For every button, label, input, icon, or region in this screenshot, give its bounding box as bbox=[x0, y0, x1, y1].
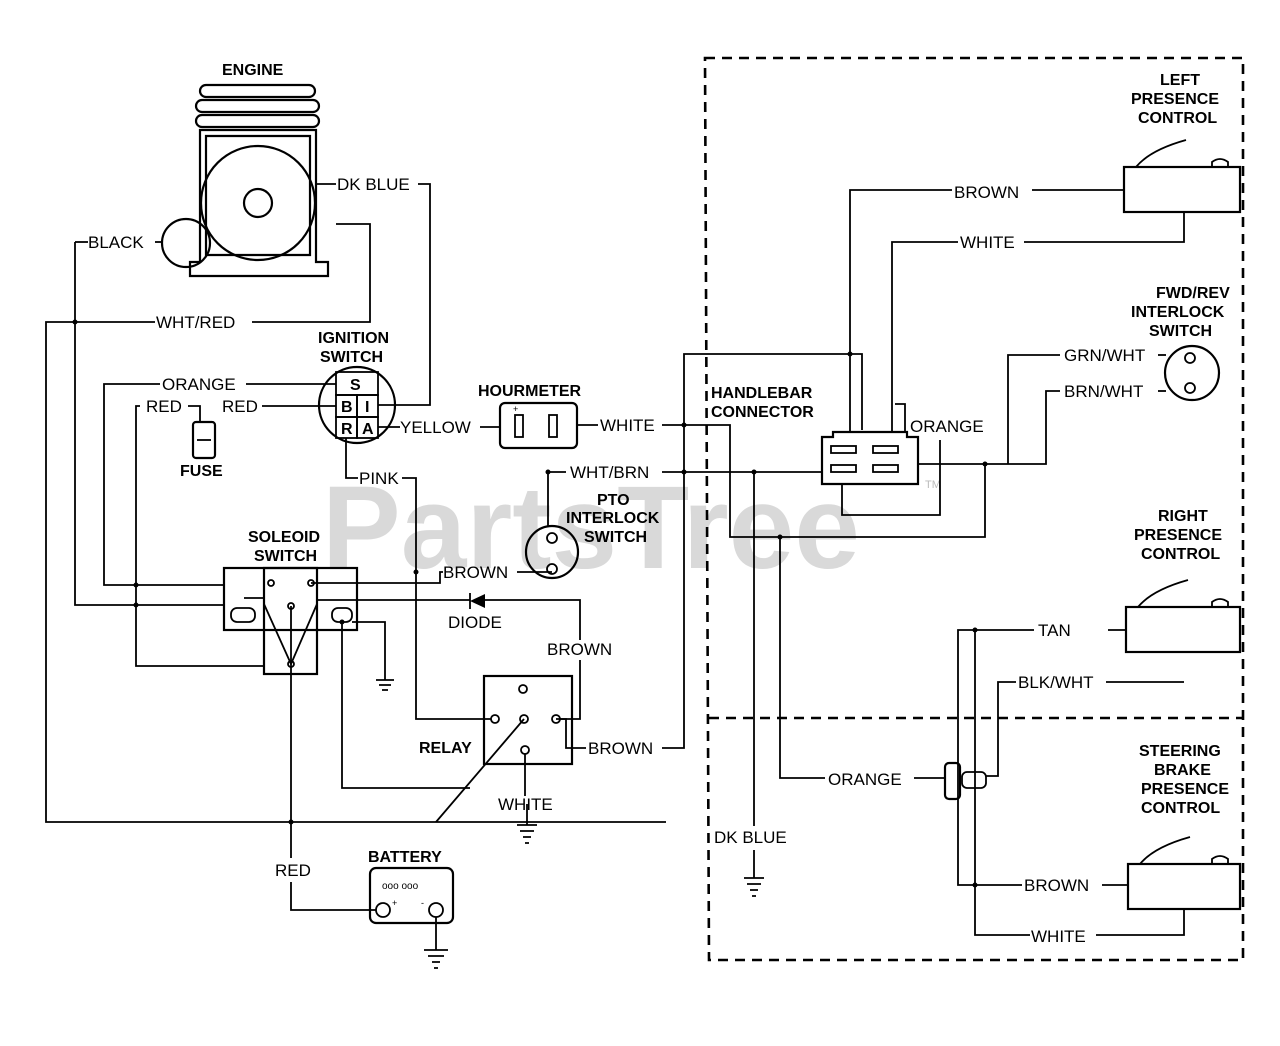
wire-dk-blue-ground: DK BLUE bbox=[714, 828, 787, 847]
trademark: TM bbox=[925, 479, 941, 491]
handlebar-connector-label-1: HANDLEBAR bbox=[711, 385, 813, 402]
ignition-terminal-a: A bbox=[362, 421, 374, 438]
right-presence-label-3: CONTROL bbox=[1141, 546, 1220, 563]
wire-orange-ignition: ORANGE bbox=[162, 375, 236, 394]
right-presence-label-1: RIGHT bbox=[1158, 508, 1208, 525]
wire-orange-steering: ORANGE bbox=[828, 770, 902, 789]
steering-brake-label-4: CONTROL bbox=[1141, 800, 1220, 817]
right-presence-label-2: PRESENCE bbox=[1134, 527, 1222, 544]
wire-grn-wht: GRN/WHT bbox=[1064, 346, 1145, 365]
fuse-label: FUSE bbox=[180, 463, 223, 480]
fwd-rev-label-1: FWD/REV bbox=[1156, 285, 1230, 302]
engine-label: ENGINE bbox=[222, 62, 284, 79]
handlebar-connector-label-2: CONNECTOR bbox=[711, 404, 814, 421]
handle-assembly-boundary bbox=[703, 56, 1245, 962]
pto-label-3: SWITCH bbox=[584, 529, 647, 546]
wire-brown-relay-top: BROWN bbox=[547, 640, 612, 659]
svg-text:+: + bbox=[513, 404, 518, 414]
svg-text:ooo ooo: ooo ooo bbox=[382, 881, 419, 892]
wire-red-right: RED bbox=[222, 397, 258, 416]
battery-label: BATTERY bbox=[368, 849, 442, 866]
steering-brake-label-1: STEERING bbox=[1139, 743, 1221, 760]
svg-text:+: + bbox=[392, 898, 397, 908]
wire-brown-left-presence: BROWN bbox=[954, 183, 1019, 202]
wire-yellow: YELLOW bbox=[400, 418, 471, 437]
wire-white-left-presence: WHITE bbox=[960, 233, 1015, 252]
wire-brn-wht: BRN/WHT bbox=[1064, 382, 1143, 401]
pto-label-2: INTERLOCK bbox=[566, 510, 660, 527]
inline-connector bbox=[943, 761, 987, 801]
wire-wht-brn: WHT/BRN bbox=[570, 463, 649, 482]
wire-white-hourmeter: WHITE bbox=[600, 416, 655, 435]
wire-red-battery: RED bbox=[275, 861, 311, 880]
left-presence-control bbox=[1122, 139, 1242, 214]
watermark: PartsTree bbox=[322, 462, 860, 594]
wire-tan: TAN bbox=[1038, 621, 1071, 640]
ignition-terminal-r: R bbox=[341, 421, 353, 438]
handlebar-connector bbox=[820, 430, 920, 486]
left-presence-label-1: LEFT bbox=[1160, 72, 1200, 89]
fwd-rev-interlock-switch bbox=[1163, 344, 1221, 402]
fuse bbox=[191, 420, 217, 460]
wire-brown-pto: BROWN bbox=[443, 563, 508, 582]
engine bbox=[160, 83, 330, 278]
junction-dots bbox=[72, 319, 988, 888]
pto-interlock-switch bbox=[524, 524, 580, 580]
wire-orange-handlebar: ORANGE bbox=[910, 417, 984, 436]
diode-label: DIODE bbox=[448, 613, 502, 632]
wire-dk-blue-engine: DK BLUE bbox=[337, 175, 410, 194]
wire-wht-red: WHT/RED bbox=[156, 313, 235, 332]
solenoid-switch-label-1: SOLEOID bbox=[248, 529, 320, 546]
wire-brown-steering: BROWN bbox=[1024, 876, 1089, 895]
fwd-rev-label-3: SWITCH bbox=[1149, 323, 1212, 340]
hourmeter: + bbox=[498, 401, 579, 450]
wire-white-relay: WHITE bbox=[498, 795, 553, 814]
diode bbox=[469, 593, 485, 609]
right-presence-control bbox=[1124, 579, 1242, 654]
wire-black: BLACK bbox=[88, 233, 144, 252]
ignition-terminal-b: B bbox=[341, 399, 353, 416]
ground-symbols bbox=[376, 679, 764, 969]
wire-blk-wht: BLK/WHT bbox=[1018, 673, 1094, 692]
steering-brake-presence-control bbox=[1126, 836, 1242, 911]
left-presence-label-3: CONTROL bbox=[1138, 110, 1217, 127]
ignition-terminal-s: S bbox=[350, 377, 361, 394]
wire-red-left: RED bbox=[146, 397, 182, 416]
wire-brown-relay-out: BROWN bbox=[588, 739, 653, 758]
svg-text:-: - bbox=[421, 898, 424, 908]
ignition-switch-label-2: SWITCH bbox=[320, 349, 383, 366]
relay-label: RELAY bbox=[419, 740, 472, 757]
left-presence-label-2: PRESENCE bbox=[1131, 91, 1219, 108]
fwd-rev-label-2: INTERLOCK bbox=[1131, 304, 1225, 321]
steering-brake-label-2: BRAKE bbox=[1154, 762, 1211, 779]
wire-pink: PINK bbox=[359, 469, 399, 488]
hourmeter-label: HOURMETER bbox=[478, 383, 582, 400]
solenoid-switch-label-2: SWITCH bbox=[254, 548, 317, 565]
ignition-switch-label-1: IGNITION bbox=[318, 330, 389, 347]
wire-white-steering: WHITE bbox=[1031, 927, 1086, 946]
pto-label-1: PTO bbox=[597, 492, 630, 509]
battery: ooo ooo + - bbox=[368, 866, 455, 925]
ignition-terminal-i: I bbox=[365, 399, 369, 416]
wires bbox=[45, 183, 1185, 950]
steering-brake-label-3: PRESENCE bbox=[1141, 781, 1229, 798]
